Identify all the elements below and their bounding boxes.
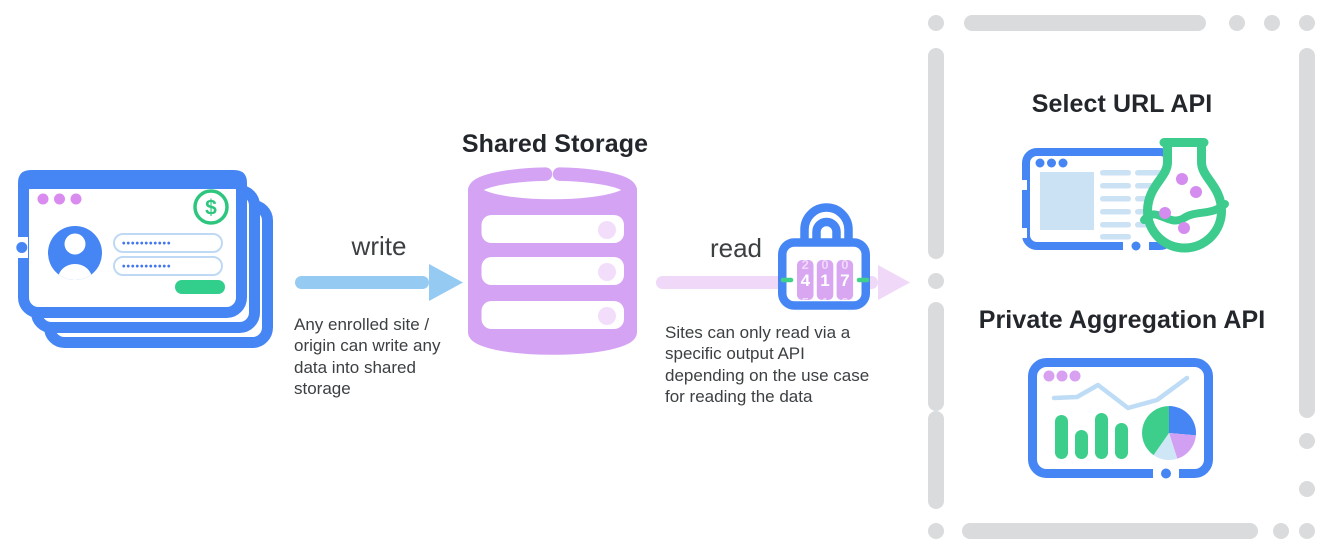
dial-digit-above: 2 <box>802 257 809 272</box>
read-caption: Sites can only read via a specific outpu… <box>665 323 870 407</box>
combination-lock-icon: 2 0 0 5 1 2 4 1 7 <box>778 203 870 310</box>
front-window: $ ••••••••••• ••••••••••• <box>15 170 247 318</box>
window-stack-icon: $ ••••••••••• ••••••••••• <box>15 170 273 348</box>
flask-icon <box>1140 138 1229 253</box>
avatar-icon <box>48 226 102 280</box>
pie-chart-icon <box>1142 406 1197 461</box>
combination-dials-icon: 2 0 0 5 1 2 4 1 7 <box>780 257 870 310</box>
select-url-api-icon <box>1017 138 1229 254</box>
cylinder-bands <box>481 215 624 329</box>
shackle-outer <box>800 203 853 250</box>
dial-digit: 4 <box>801 271 811 290</box>
window-controls-icon <box>1043 370 1081 382</box>
submit-button[interactable] <box>175 280 225 294</box>
password-field-1[interactable]: ••••••••••• <box>113 233 223 253</box>
write-caption: Any enrolled site / origin can write any… <box>294 315 441 399</box>
password-value-2: ••••••••••• <box>122 262 172 273</box>
dial-digit: 7 <box>840 271 849 290</box>
dial-digit-above: 0 <box>841 257 848 272</box>
password-value-1: ••••••••••• <box>122 239 172 250</box>
select-url-api-heading: Select URL API <box>1031 90 1213 118</box>
liquid-wave <box>1140 200 1229 225</box>
dollar-badge-icon: $ <box>193 189 229 225</box>
cylinder-top-rim <box>468 167 637 213</box>
content-block <box>1040 172 1094 230</box>
read-label: read <box>709 233 763 263</box>
write-label: write <box>351 231 407 261</box>
line-chart-icon <box>1051 375 1190 411</box>
bar-chart-icon <box>1055 413 1128 459</box>
private-aggregation-api-heading: Private Aggregation API <box>978 306 1266 334</box>
dial-digit-above: 0 <box>821 257 828 272</box>
window-controls-icon <box>37 193 82 205</box>
currency-symbol: $ <box>205 197 217 220</box>
title-bar <box>18 170 247 189</box>
dash-segments <box>928 15 1315 539</box>
dial-digit-below: 5 <box>802 295 809 310</box>
dial-digit-below: 1 <box>821 295 828 310</box>
shared-storage-heading: Shared Storage <box>461 130 649 158</box>
database-icon <box>468 167 637 355</box>
private-aggregation-api-icon <box>1028 358 1213 480</box>
border-dot <box>16 242 28 253</box>
dial-digit-below: 2 <box>841 295 848 310</box>
dial-digit: 1 <box>820 271 829 290</box>
write-arrow-icon <box>295 264 463 301</box>
password-field-2[interactable]: ••••••••••• <box>113 256 223 276</box>
bubbles <box>1159 173 1202 234</box>
window-controls-icon <box>1035 158 1068 168</box>
